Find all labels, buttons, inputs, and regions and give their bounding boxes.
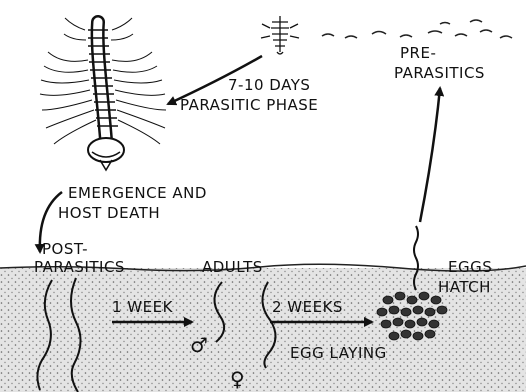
parasitic-larva [40,18,166,170]
parasitic-phase-label: PARASITIC PHASE [180,96,318,114]
eggs-hatch-label-line1: EGGS [448,258,492,276]
emergence-label-line1: EMERGENCE AND [68,184,207,202]
parasitic-days-label: 7-10 DAYS [228,76,310,94]
male-symbol: ♂ [190,333,208,357]
arrow-to-preparasitics [420,88,440,222]
postparasitics-label-line2: PARASITICS [34,258,125,276]
eggs-hatch-label-line2: HATCH [438,278,491,296]
preparasitic-larva [261,16,299,54]
adults-label: ADULTS [202,258,263,276]
postparasitics-label-line1: POST- [42,240,88,258]
emergence-label-line2: HOST DEATH [58,204,160,222]
egg-laying-label: EGG LAYING [290,344,387,362]
one-week-label: 1 WEEK [112,298,174,316]
preparasitics-label-line1: PRE- [400,44,436,62]
female-symbol: ♀ [230,367,245,391]
water-ripples [322,20,512,38]
two-weeks-label: 2 WEEKS [272,298,343,316]
preparasitics-label-line2: PARASITICS [394,64,485,82]
